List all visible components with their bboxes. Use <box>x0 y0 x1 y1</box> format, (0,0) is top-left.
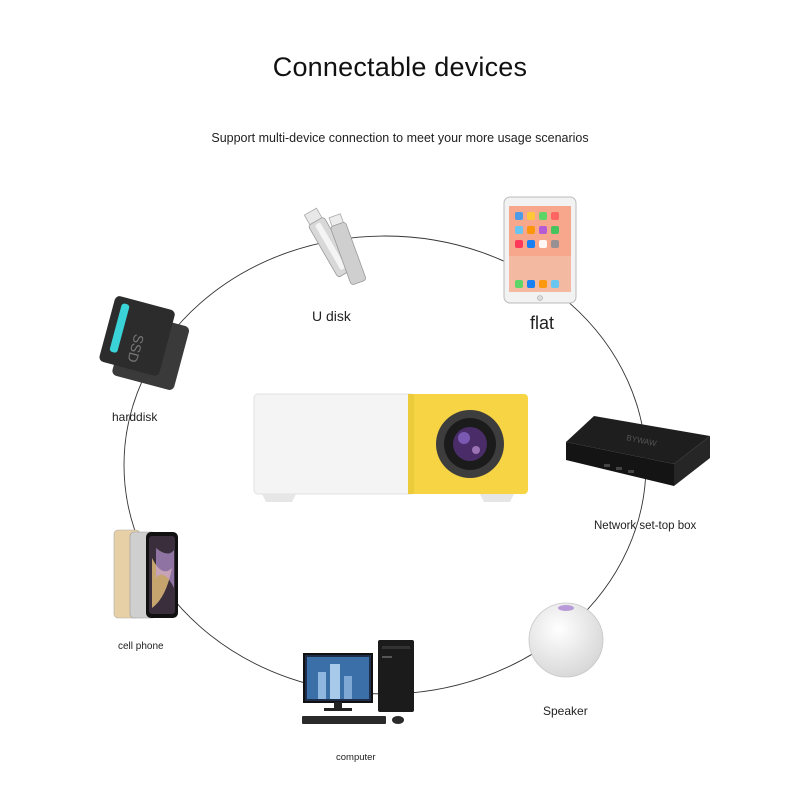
tablet-icon <box>503 196 577 304</box>
device-label-udisk: U disk <box>312 308 351 324</box>
device-label-computer: computer <box>336 752 376 763</box>
page-title: Connectable devices <box>272 52 528 82</box>
usb-drive-icon <box>303 207 366 285</box>
speaker-icon <box>528 602 604 678</box>
device-label-harddisk: harddisk <box>112 410 158 424</box>
page-subtitle: Support multi-device connection to meet … <box>211 131 589 145</box>
device-label-flat: flat <box>530 313 555 333</box>
device-label-stb: Network set-top box <box>594 520 697 532</box>
hard-disk-icon: SSD <box>99 296 190 390</box>
svg-text:SSD: SSD <box>124 332 147 364</box>
device-label-cellphone: cell phone <box>118 641 164 652</box>
projector-icon <box>253 393 528 502</box>
device-label-speaker: Speaker <box>543 704 588 718</box>
set-top-box-icon: BYWAW <box>566 416 710 486</box>
cell-phone-icon <box>113 529 178 619</box>
computer-icon <box>302 640 414 724</box>
